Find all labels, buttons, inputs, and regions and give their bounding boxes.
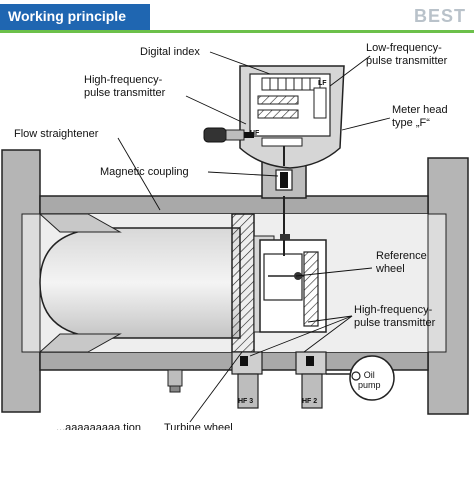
accent-bar (0, 30, 474, 33)
reference-wheel-assembly (259, 214, 327, 333)
label-high-frequency-transmitter-top: High-frequency- pulse transmitter (84, 74, 166, 99)
label-hf3: HF 3 (238, 398, 254, 405)
meter-head (239, 65, 345, 169)
digital-counter (261, 77, 321, 91)
drain-plug (167, 369, 183, 393)
brand-logo: BEST (413, 6, 466, 26)
hf2-sensor (295, 351, 327, 409)
label-meter-head: Meter head type „F“ (392, 104, 448, 129)
label-turbine-wheel: Turbine wheel (164, 422, 233, 430)
label-flow-straightener: Flow straightener (14, 128, 99, 140)
turbine-meter-diagram: Digital index Low-frequency- pulse trans… (0, 34, 474, 474)
hf-connector (203, 127, 254, 143)
page-title: Working principle (8, 8, 126, 24)
label-reference-wheel: Reference wheel (376, 250, 427, 275)
label-lf: LF (318, 80, 327, 87)
label-magnetic-coupling: Magnetic coupling (100, 166, 189, 178)
label-low-frequency-transmitter: Low-frequency- pulse transmitter (366, 42, 448, 67)
label-oil-pump: Oil pump (358, 370, 381, 390)
diagram-canvas (1, 51, 469, 423)
flow-straightener-body (38, 213, 241, 353)
leader-lines (117, 51, 391, 423)
header-bar: Working principle BEST (0, 0, 474, 34)
label-bottom-left-partial: ...aaaaaaaaa.tion (56, 422, 142, 430)
hf3-sensor (231, 351, 263, 409)
label-hf: HF (250, 130, 260, 137)
label-high-frequency-transmitter-bottom: High-frequency- pulse transmitter (354, 304, 436, 329)
title-tab (0, 4, 150, 30)
label-hf2: HF 2 (302, 398, 318, 405)
oil-pump (326, 355, 395, 401)
label-digital-index: Digital index (140, 46, 200, 58)
